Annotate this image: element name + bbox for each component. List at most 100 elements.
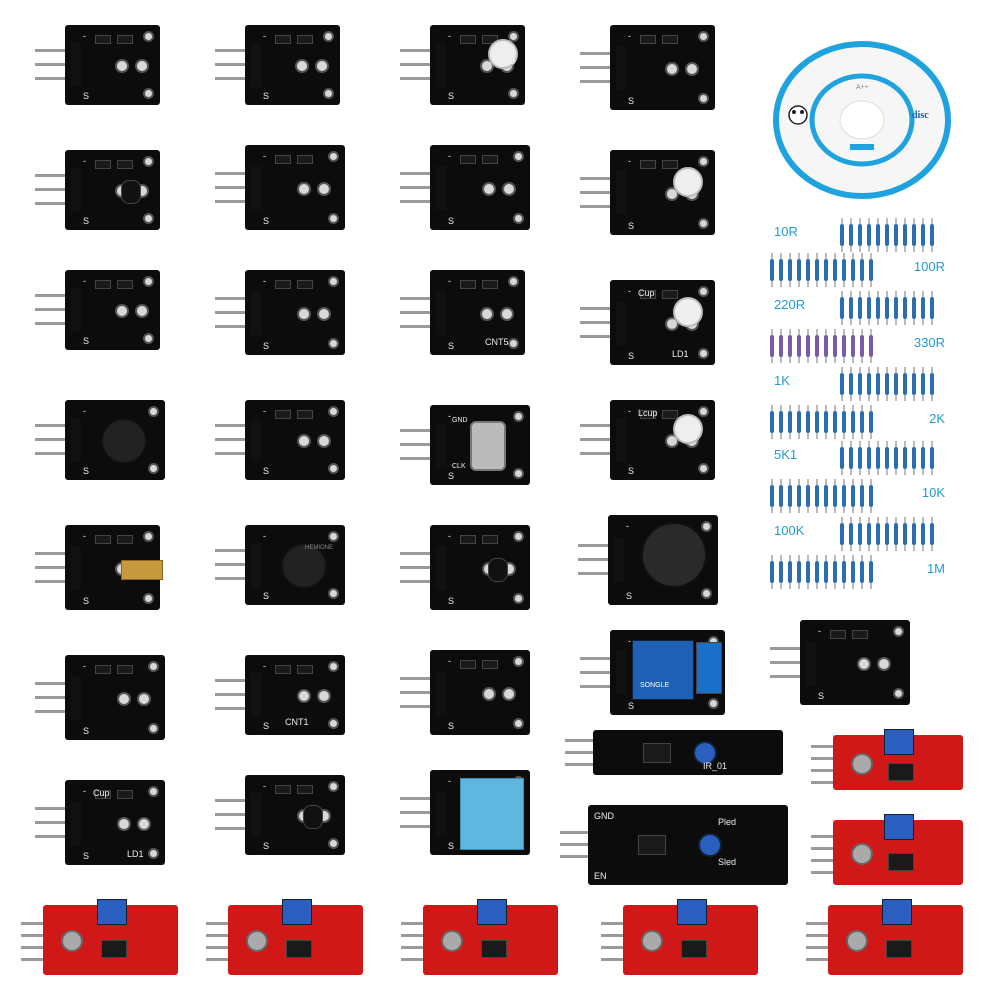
potentiometer [884, 814, 914, 840]
header-pin [215, 310, 249, 314]
resistor [849, 367, 853, 401]
pin-header [436, 165, 446, 210]
pcb-board: S- [430, 650, 530, 735]
silkscreen-text: S [628, 701, 635, 711]
resistor [797, 253, 801, 287]
resistor [833, 253, 837, 287]
resistor [851, 555, 855, 589]
smd-part [460, 35, 476, 44]
smd-part [275, 35, 291, 44]
pot [693, 740, 717, 765]
mounting-hole [708, 698, 719, 709]
header-pin [560, 843, 592, 846]
resistor [903, 218, 907, 252]
resistor [833, 405, 837, 439]
comparator-ic [885, 940, 912, 958]
sensor-module: S- [580, 25, 725, 110]
smd-part [640, 35, 656, 44]
pad-hole [502, 181, 516, 196]
smd-part [95, 535, 111, 544]
sensor-body [488, 557, 508, 582]
silkscreen-text: - [448, 276, 451, 286]
mounting-hole [508, 88, 519, 99]
header-pin [35, 709, 69, 713]
header-pin [400, 551, 434, 555]
resistor-value-label: 100R [913, 259, 945, 274]
resistor [894, 517, 898, 551]
mounting-hole [846, 930, 868, 952]
header-pin [400, 676, 434, 680]
header-pin [580, 306, 614, 310]
resistor [840, 517, 844, 551]
header-pin [401, 922, 427, 925]
pad-hole [684, 61, 699, 76]
resistor [833, 555, 837, 589]
sensor-module: S- [400, 770, 540, 855]
pcb-board: S- [65, 150, 160, 230]
resistor [869, 555, 873, 589]
resistor [851, 329, 855, 363]
resistor [824, 555, 828, 589]
mounting-hole [513, 213, 524, 224]
resistor-value-label: 5K1 [774, 447, 798, 462]
resistor-value-label: 1M [926, 561, 945, 576]
smd-part [117, 535, 133, 544]
potentiometer [881, 899, 912, 925]
resistor [912, 291, 916, 325]
potentiometer [281, 899, 312, 925]
smd-part [662, 290, 678, 299]
pcb-board [828, 899, 963, 975]
mounting-hole [513, 411, 524, 422]
pad-hole [297, 181, 311, 196]
silkscreen-text: S [263, 466, 270, 476]
smd-part [460, 155, 476, 164]
resistor [869, 253, 873, 287]
pad-hole [134, 304, 149, 318]
header-pin [400, 310, 434, 314]
resistor [770, 479, 774, 513]
mounting-hole [513, 593, 524, 604]
header-pin [811, 846, 837, 850]
header-pin [400, 296, 434, 300]
header-pin [400, 457, 434, 460]
resistor [788, 405, 792, 439]
sensor-module: S- [770, 620, 920, 705]
header-pin [811, 858, 837, 862]
header-pin [215, 549, 249, 552]
ir-sensor-module: IR_01 [565, 730, 785, 775]
sensor-module: S- [35, 150, 170, 230]
header-pin [35, 322, 69, 325]
silkscreen-text: S [263, 216, 270, 226]
mounting-hole [701, 521, 712, 532]
sensor-module: S- [35, 525, 170, 610]
resistor [833, 329, 837, 363]
pcb-board: S- [245, 270, 345, 355]
pcb-board [43, 899, 178, 975]
resistor [921, 291, 925, 325]
header-pin [400, 810, 434, 814]
resistor [885, 441, 889, 475]
potentiometer [676, 899, 707, 925]
resistor [806, 405, 810, 439]
silkscreen-text: - [83, 31, 86, 41]
silkscreen-text: S [83, 851, 90, 861]
led-dome [672, 296, 703, 327]
pin-header [251, 290, 261, 335]
sensor-module: S- [35, 270, 170, 350]
smd-part [297, 665, 313, 674]
pin-header [616, 418, 626, 462]
pcb-board: S- [430, 770, 530, 855]
pcb-board [623, 899, 758, 975]
pcb-board: S- [245, 775, 345, 855]
header-pin [811, 870, 837, 874]
relay-box [632, 640, 694, 700]
resistor [903, 441, 907, 475]
resistor [849, 218, 853, 252]
header-pin [35, 438, 69, 441]
mounting-hole [698, 93, 709, 104]
header-pin [601, 946, 627, 949]
pin-header [251, 165, 261, 210]
mounting-hole [851, 842, 873, 865]
header-pin [215, 438, 249, 441]
